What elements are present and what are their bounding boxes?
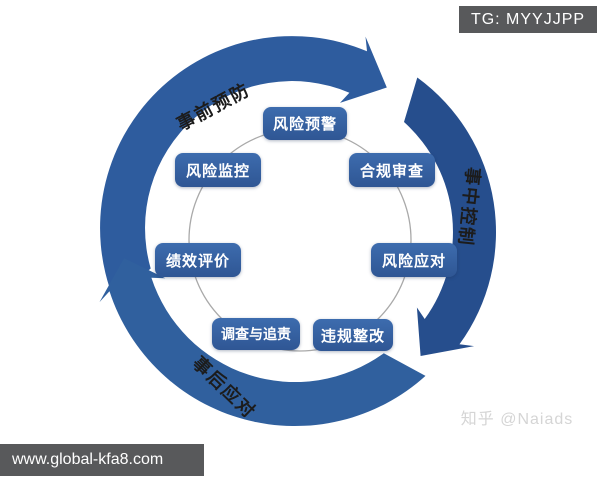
node-risk-response: 风险应对 bbox=[371, 243, 457, 277]
node-risk-warning: 风险预警 bbox=[263, 107, 347, 140]
zhihu-watermark: 知乎 @Naiads bbox=[460, 411, 574, 428]
node-risk-monitoring: 风险监控 bbox=[175, 153, 261, 187]
cycle-arc-bottom bbox=[99, 258, 426, 427]
node-investigation-accountability: 调查与追责 bbox=[212, 318, 300, 350]
cycle-arc-top bbox=[100, 36, 387, 300]
website-url-bar: www.global-kfa8.com bbox=[0, 444, 204, 476]
tg-contact-badge: TG: MYYJJPP bbox=[459, 6, 597, 33]
node-violation-rectification: 违规整改 bbox=[313, 319, 393, 351]
node-compliance-review: 合规审查 bbox=[349, 153, 435, 187]
cycle-arc-right bbox=[404, 77, 497, 356]
node-performance-evaluation: 绩效评价 bbox=[155, 243, 241, 277]
